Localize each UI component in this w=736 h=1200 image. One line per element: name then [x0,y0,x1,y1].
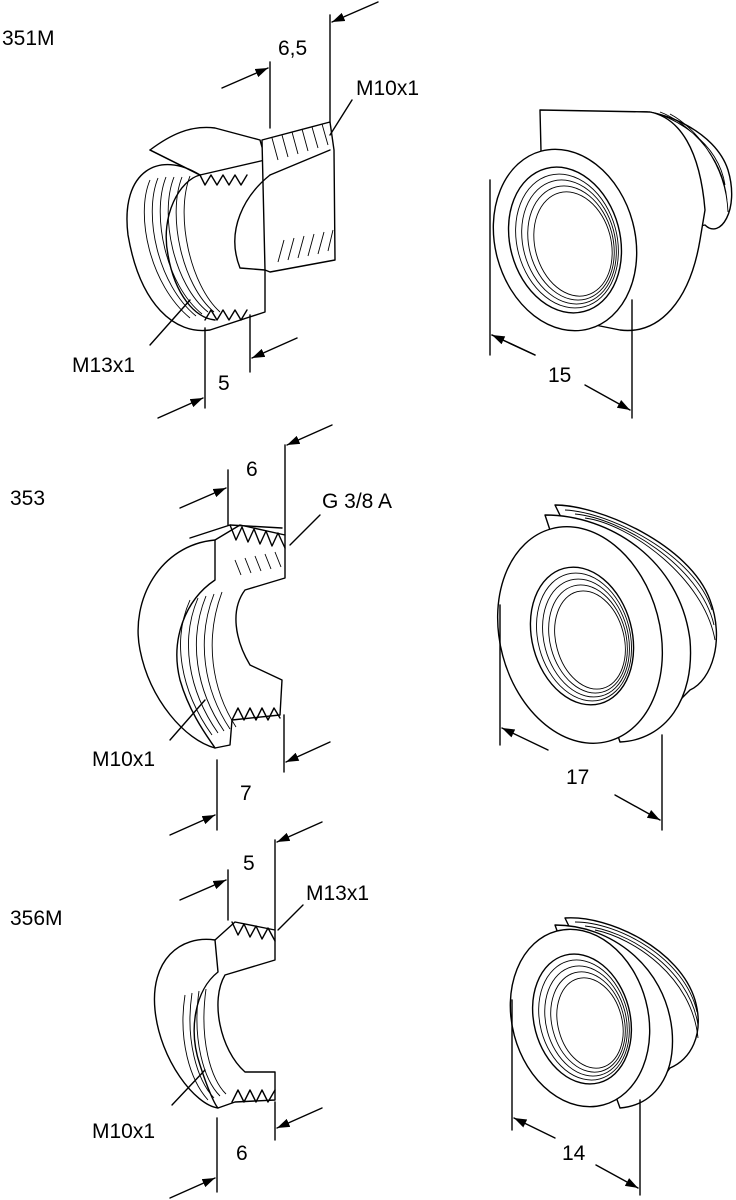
section-width: 6 [246,458,258,481]
section-view [137,524,286,749]
outer-thread-label: M10x1 [356,77,419,100]
outer-thread-label: G 3/8 A [322,490,392,513]
part-code: 351M [2,27,55,50]
solid-view [496,504,718,744]
inner-thread-label: M10x1 [92,1120,155,1143]
inner-thread-label: M10x1 [92,748,155,771]
solid-view [509,917,699,1109]
section-view [153,921,276,1109]
section-width: 6,5 [278,37,307,60]
section-width: 5 [243,852,255,875]
part-353: 353 6 G 3/8 A M10x1 7 [10,424,718,836]
head-width: 6 [236,1142,248,1165]
section-view [126,121,336,332]
solid-view [492,109,733,332]
overall-length: 14 [562,1142,586,1165]
part-351m: 351M 6,5 M10x [2,1,733,419]
head-width: 7 [240,782,252,805]
part-code: 356M [10,907,63,930]
overall-length: 15 [548,364,571,387]
part-356m: 356M 5 M13x1 M10x1 6 [10,821,699,1199]
overall-length: 17 [566,766,589,789]
outer-thread-label: M13x1 [306,882,369,905]
head-width: 5 [218,372,230,395]
part-code: 353 [10,487,45,510]
inner-thread-label: M13x1 [72,354,135,377]
